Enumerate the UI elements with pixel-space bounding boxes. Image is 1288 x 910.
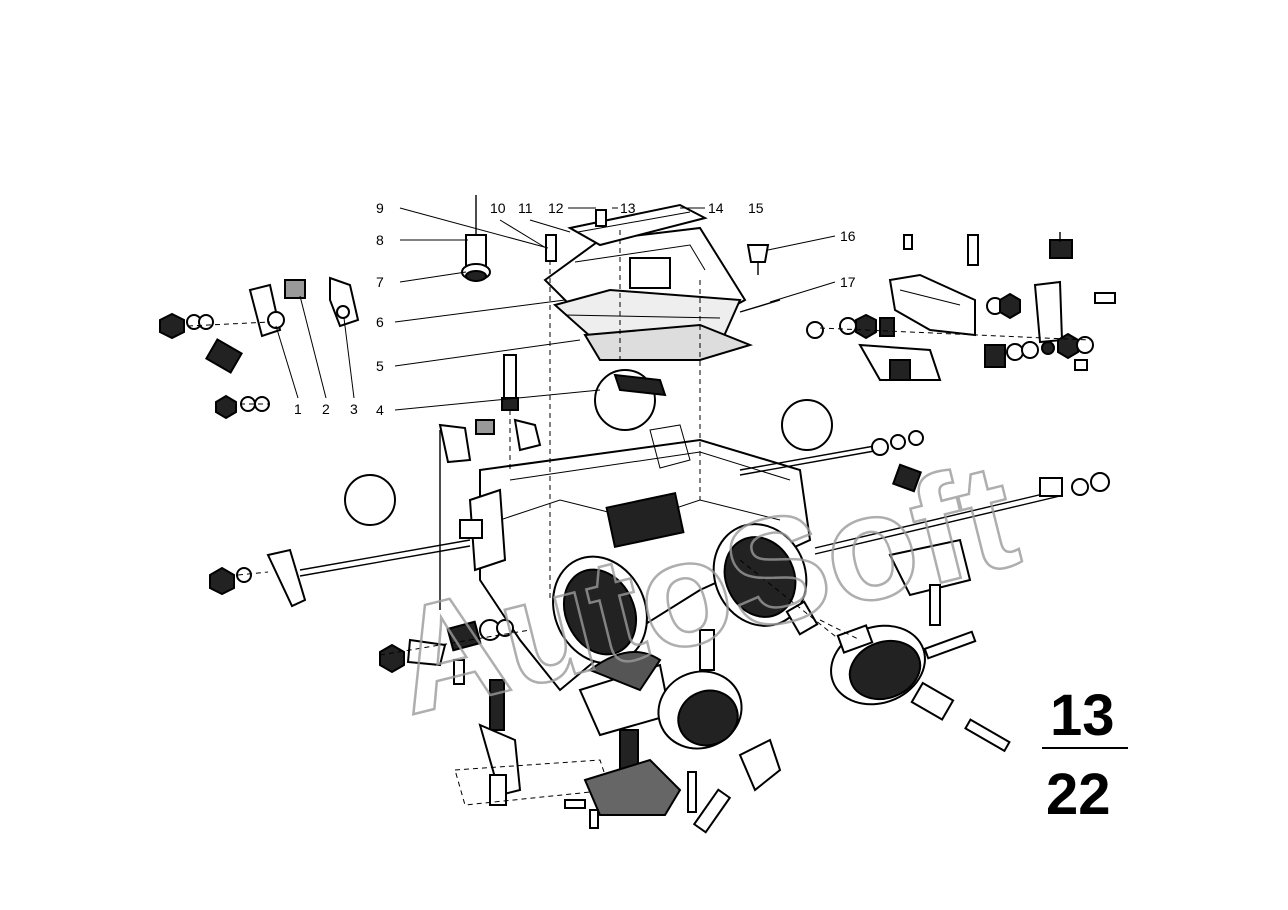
callout-14: 14 [708, 200, 724, 216]
top-cover-assembly [461, 195, 781, 361]
bottom-left-parts [379, 619, 611, 806]
callout-17: 17 [840, 274, 856, 290]
callout-11: 11 [518, 200, 533, 216]
page-reference: 13 22 [1042, 683, 1128, 827]
callout-13: 13 [620, 200, 636, 216]
callout-4: 4 [376, 402, 384, 418]
callout-5: 5 [376, 358, 384, 374]
upper-right-linkage [806, 232, 1116, 381]
callout-9: 9 [376, 200, 384, 216]
page-ref-sheet: 22 [1046, 762, 1111, 827]
page-ref-group: 13 [1050, 683, 1115, 748]
leader-lines [275, 207, 836, 411]
callout-10: 10 [490, 200, 506, 216]
assembly-lines [509, 230, 861, 641]
lower-pump-assembly [564, 629, 782, 834]
left-linkage [159, 276, 360, 420]
callout-8: 8 [376, 232, 384, 248]
callout-3: 3 [350, 401, 358, 417]
callout-7: 7 [376, 274, 384, 290]
float-assembly [501, 354, 667, 431]
callout-2: 2 [322, 401, 330, 417]
callout-6: 6 [376, 314, 384, 330]
callout-numbers: 1 2 3 4 5 6 7 8 9 10 11 12 13 14 15 16 1… [294, 200, 856, 418]
left-throttle-shaft [209, 399, 833, 610]
callout-16: 16 [840, 228, 856, 244]
right-throttle-shaft [739, 430, 1110, 753]
callout-12: 12 [548, 200, 564, 216]
callout-1: 1 [294, 401, 302, 417]
carburetor-body [459, 424, 812, 692]
callout-15: 15 [748, 200, 764, 216]
